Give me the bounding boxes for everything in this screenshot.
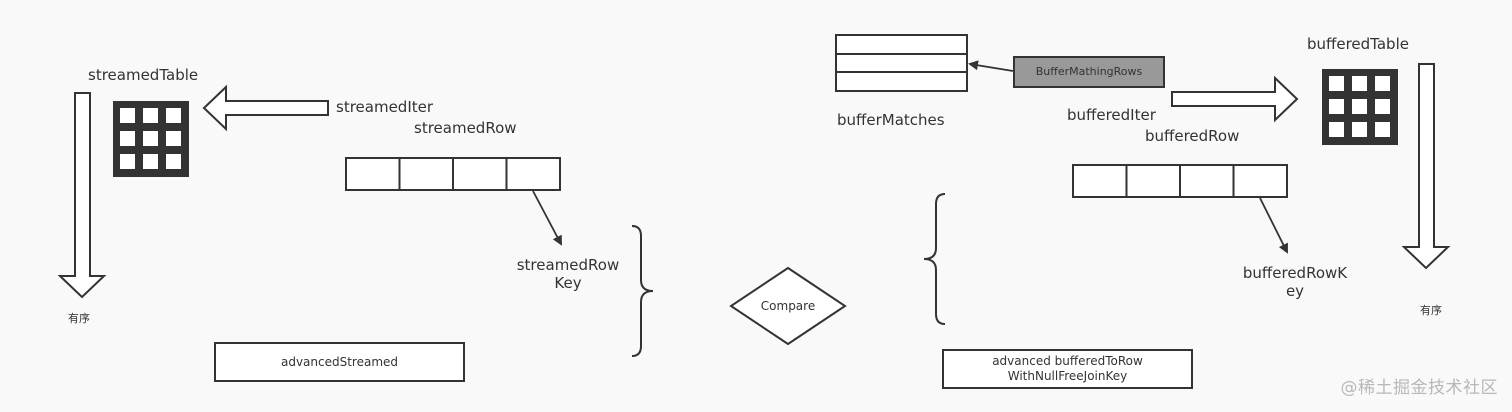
- advanced-streamed-button[interactable]: advancedStreamed: [214, 342, 465, 382]
- buffered-iter-label: bufferedIter: [1067, 106, 1156, 124]
- streamed-key-arrow: [532, 190, 562, 246]
- buffered-brace: [923, 193, 946, 325]
- advanced-streamed-label: advancedStreamed: [280, 354, 399, 369]
- buffer-matches-row: [835, 71, 968, 92]
- streamed-row-key-label: streamedRow Key: [510, 256, 626, 292]
- buffered-key-arrow: [1259, 197, 1288, 254]
- streamed-row-cells: [345, 157, 561, 191]
- compare-label: Compare: [760, 299, 816, 313]
- buffered-ordered-down-arrow: [1401, 63, 1451, 270]
- buffered-row-key-label: bufferedRowK ey: [1236, 264, 1354, 300]
- buffered-row-key-line2: ey: [1285, 282, 1305, 300]
- buffered-row-cell: [1179, 164, 1235, 198]
- streamed-ordered-down-arrow: [57, 92, 107, 299]
- buffer-matches-row: [835, 53, 968, 73]
- advanced-buffered-line2: WithNullFreeJoinKey: [1007, 369, 1128, 383]
- streamed-table-icon: [113, 101, 189, 177]
- streamed-row-cell: [398, 157, 454, 191]
- compare-diamond: [729, 266, 847, 346]
- buffered-iter-right-arrow: [1171, 75, 1299, 123]
- streamed-row-key-line1: streamedRow: [516, 256, 620, 274]
- buffer-matching-arrow: [968, 60, 1014, 72]
- buffer-matching-rows-box[interactable]: BufferMathingRows: [1013, 56, 1165, 88]
- buffer-matches-row: [835, 34, 968, 55]
- streamed-iter-label: streamedIter: [336, 98, 434, 116]
- buffered-row-cell: [1232, 164, 1288, 198]
- buffered-table-label: bufferedTable: [1307, 35, 1409, 53]
- watermark: @稀土掘金技术社区: [1340, 378, 1498, 398]
- buffered-row-cell: [1072, 164, 1128, 198]
- streamed-row-cell: [345, 157, 401, 191]
- streamed-ordered-label: 有序: [68, 312, 90, 325]
- buffered-row-cell: [1125, 164, 1181, 198]
- buffered-table-icon: [1322, 69, 1398, 145]
- streamed-iter-left-arrow: [202, 84, 329, 132]
- streamed-table-label: streamedTable: [88, 66, 199, 84]
- buffered-row-cells: [1072, 164, 1288, 198]
- streamed-brace: [631, 225, 654, 357]
- buffer-matches-rows: [835, 34, 968, 92]
- advanced-buffered-button[interactable]: advanced bufferedToRow WithNullFreeJoinK…: [942, 349, 1193, 389]
- buffered-ordered-label: 有序: [1420, 304, 1442, 317]
- streamed-row-cell: [505, 157, 561, 191]
- buffered-row-label: bufferedRow: [1145, 127, 1240, 145]
- advanced-buffered-label: advanced bufferedToRow WithNullFreeJoinK…: [992, 354, 1143, 384]
- buffered-row-key-line1: bufferedRowK: [1242, 264, 1348, 282]
- buffer-matches-label: bufferMatches: [837, 111, 945, 129]
- streamed-row-key-line2: Key: [554, 274, 582, 292]
- streamed-row-label: streamedRow: [414, 119, 517, 137]
- advanced-buffered-line1: advanced bufferedToRow: [992, 354, 1143, 368]
- streamed-row-cell: [452, 157, 508, 191]
- buffer-matching-rows-label: BufferMathingRows: [1035, 65, 1143, 79]
